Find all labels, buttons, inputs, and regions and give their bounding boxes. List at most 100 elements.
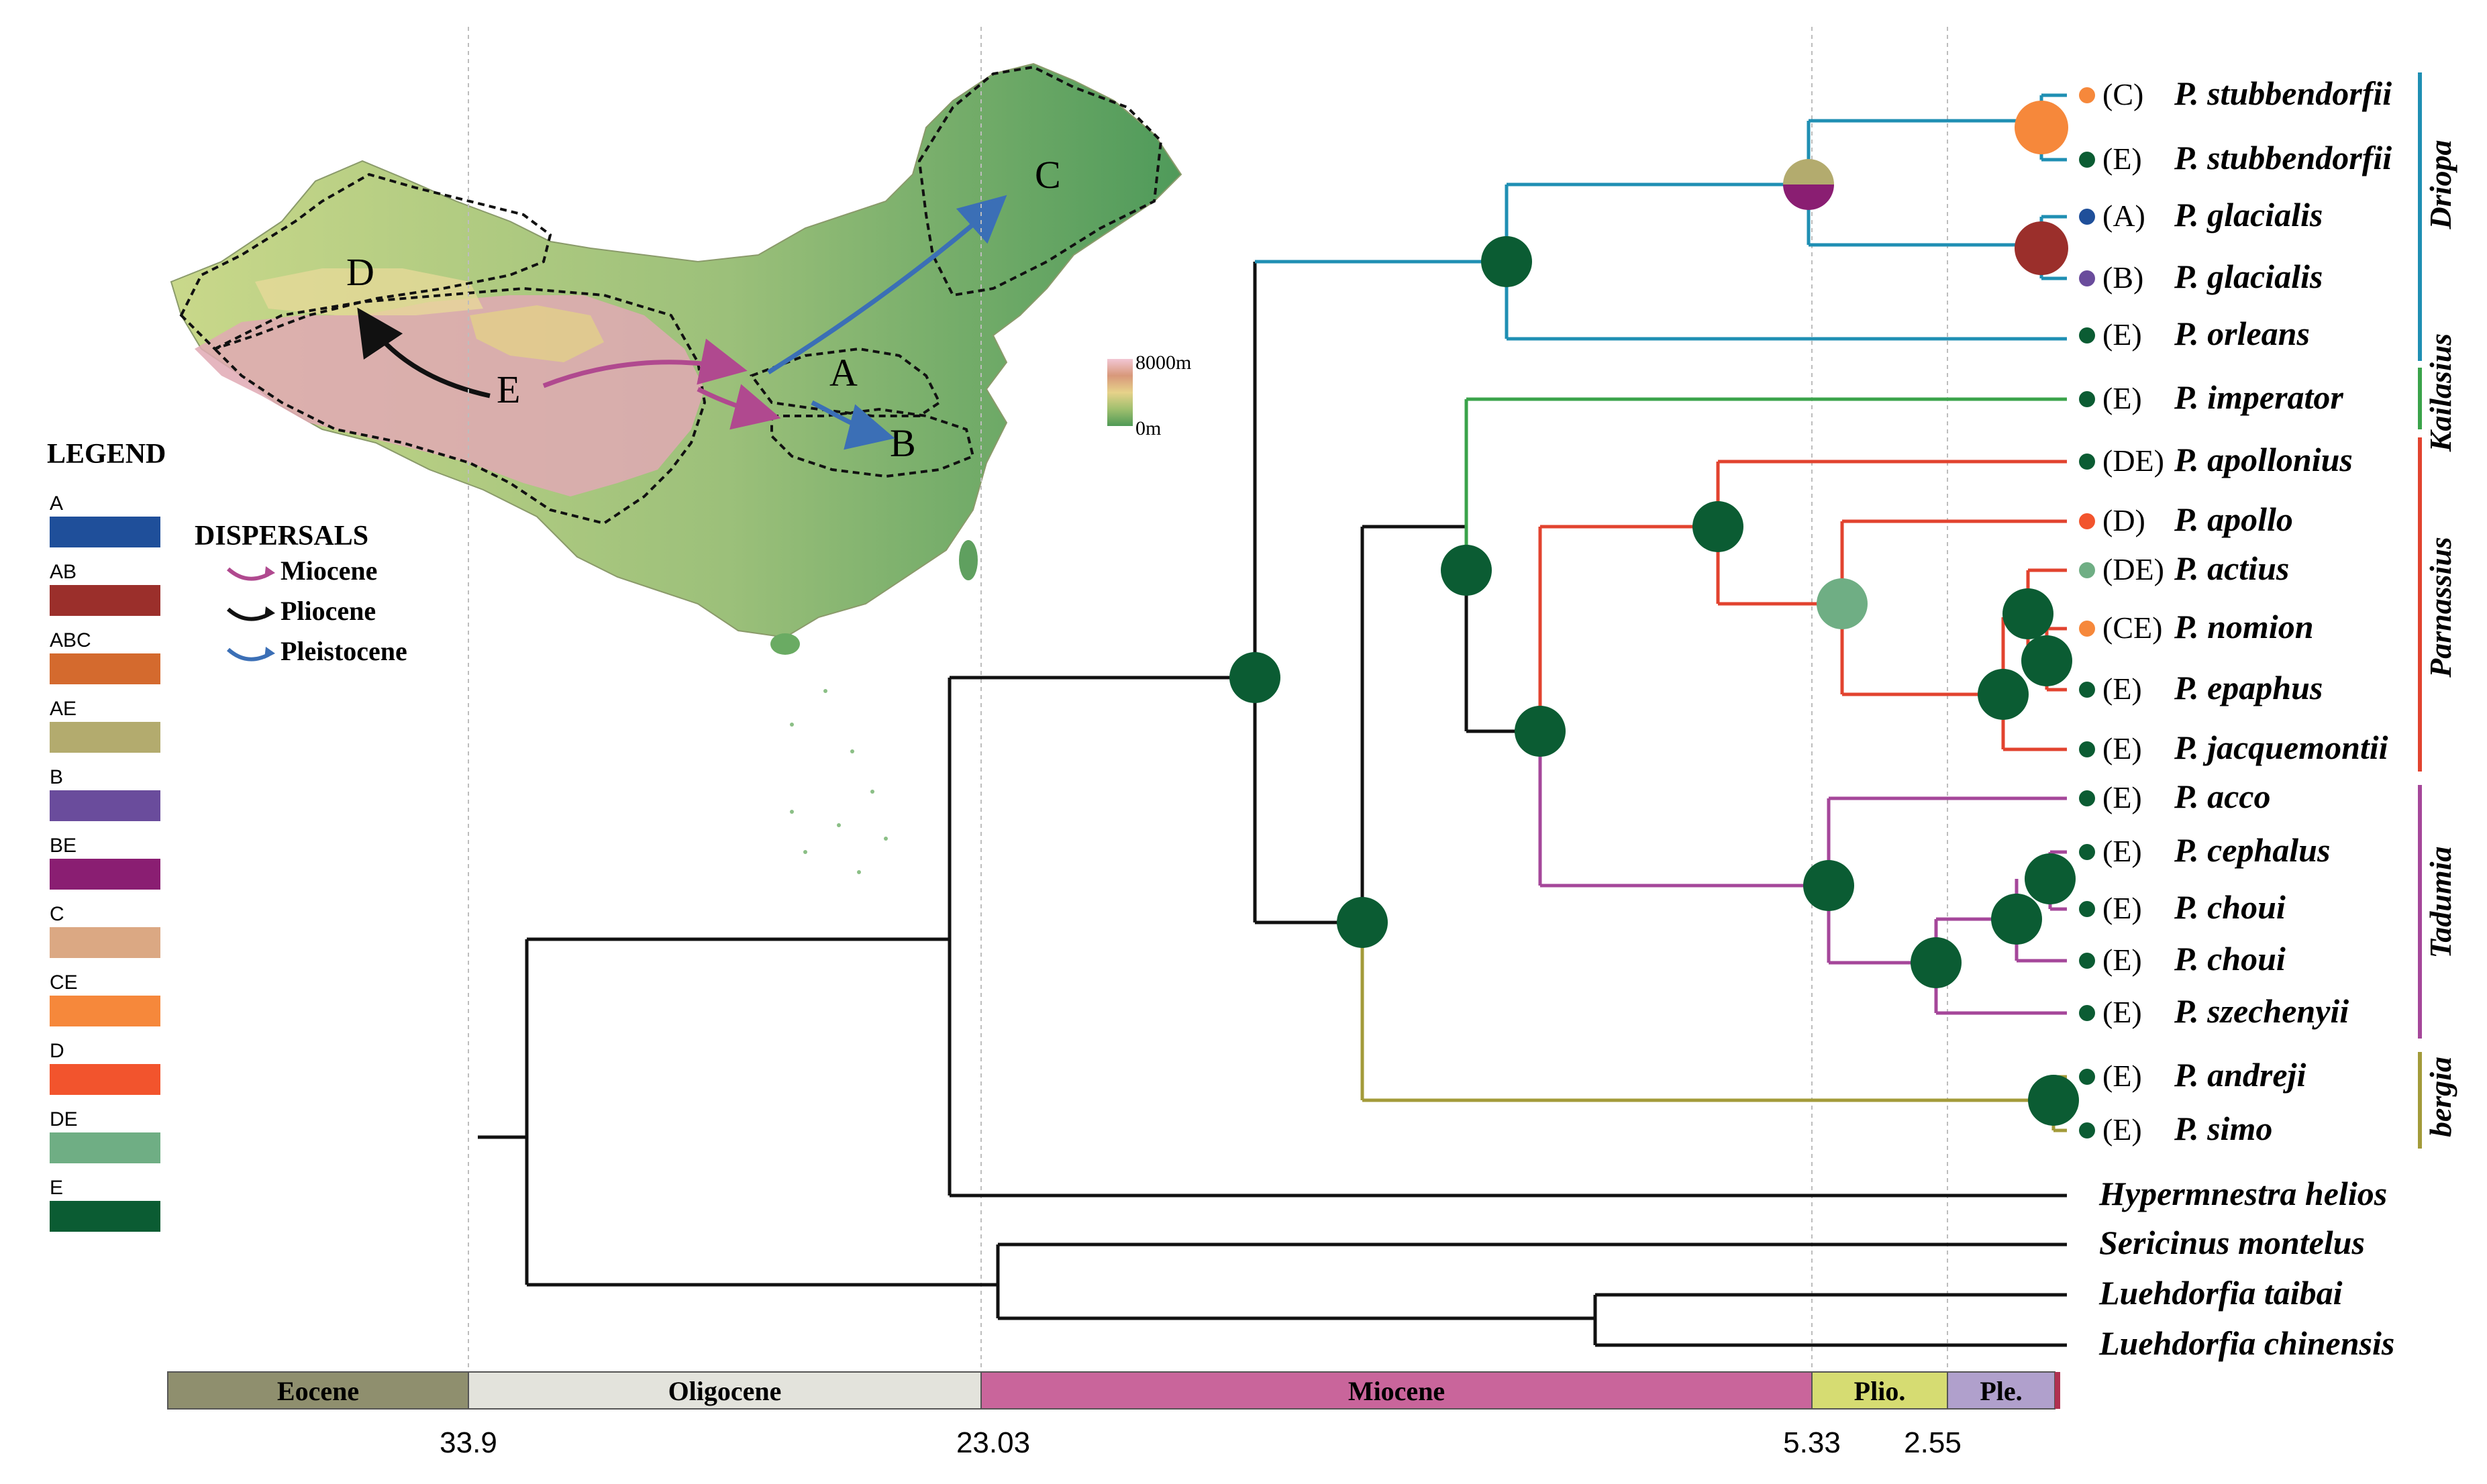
legend-label: ABC bbox=[50, 629, 91, 651]
legend-swatch bbox=[50, 927, 160, 958]
region-outlines bbox=[179, 65, 1163, 525]
tip-taxon-name: P. nomion bbox=[2174, 608, 2314, 645]
legend-label: DE bbox=[50, 1108, 78, 1130]
ancestral-node bbox=[1803, 860, 1854, 911]
ancestral-node-be-half bbox=[1783, 184, 1834, 210]
ancestral-node bbox=[1911, 937, 1962, 988]
dispersals-title: DISPERSALS bbox=[195, 521, 368, 551]
dispersal-label: Pleistocene bbox=[281, 636, 407, 666]
tip-area-code: (E) bbox=[2102, 995, 2142, 1029]
legend-label: AE bbox=[50, 698, 77, 720]
ancestral-node bbox=[1337, 897, 1388, 948]
tip-taxon-name: P. glacialis bbox=[2174, 196, 2323, 233]
ancestral-area-nodes bbox=[1229, 101, 2079, 1126]
tip-area-code: (E) bbox=[2102, 317, 2142, 352]
tip-area-code: (DE) bbox=[2102, 443, 2164, 478]
tip-taxon-name: P. stubbendorfii bbox=[2174, 74, 2392, 112]
epoch-label: Eocene bbox=[277, 1376, 359, 1406]
map-label-a: A bbox=[829, 351, 858, 394]
tip-area-code: (DE) bbox=[2102, 552, 2164, 586]
hainan-island bbox=[770, 633, 800, 655]
tip-taxon-name: P. cephalus bbox=[2174, 831, 2330, 869]
subgenus-label: Tadumia bbox=[2423, 846, 2457, 958]
legend-swatch bbox=[50, 653, 160, 684]
tip-taxon-name: P. stubbendorfii bbox=[2174, 139, 2392, 176]
elevation-max-label: 8000m bbox=[1135, 352, 1191, 374]
elevation-scale-bar bbox=[1107, 359, 1133, 426]
time-tick-label: 23.03 bbox=[956, 1426, 1030, 1459]
tip-area-dot bbox=[2079, 1005, 2095, 1021]
tip-area-code: (E) bbox=[2102, 1112, 2142, 1147]
ancestral-node bbox=[1817, 578, 1868, 629]
dispersal-label: Pliocene bbox=[281, 596, 376, 626]
tip-area-dot bbox=[2079, 454, 2095, 470]
ancestral-node bbox=[1692, 501, 1743, 552]
legend-title: LEGEND bbox=[47, 439, 166, 470]
tarim-basin bbox=[255, 268, 483, 315]
ancestral-node bbox=[1978, 669, 2029, 720]
tip-taxon-name: P. szechenyii bbox=[2174, 992, 2349, 1030]
tip-area-code: (E) bbox=[2102, 834, 2142, 868]
tip-taxon-name: P. apollo bbox=[2174, 500, 2293, 538]
epoch-label: Oligocene bbox=[668, 1376, 782, 1406]
dispersal-arrowhead-icon bbox=[264, 606, 275, 619]
time-gridlines bbox=[468, 27, 1948, 1369]
time-tick-label: 5.33 bbox=[1783, 1426, 1841, 1459]
tip-area-code: (E) bbox=[2102, 943, 2142, 977]
tip-area-dot bbox=[2079, 1069, 2095, 1085]
subgenus-label: Driopa bbox=[2423, 140, 2457, 230]
ancestral-node bbox=[1481, 236, 1532, 287]
legend-label: A bbox=[50, 492, 63, 515]
ancestral-node bbox=[1441, 545, 1492, 596]
tip-area-code: (CE) bbox=[2102, 611, 2162, 645]
epoch-band bbox=[980, 1371, 1813, 1410]
legend-swatch bbox=[50, 996, 160, 1026]
taxon-labels: (C)P. stubbendorfii(E)P. stubbendorfii(A… bbox=[2079, 74, 2394, 1362]
tip-area-dot bbox=[2079, 391, 2095, 407]
tip-area-dot bbox=[2079, 513, 2095, 529]
legend-label: C bbox=[50, 903, 64, 925]
legend-label: CE bbox=[50, 971, 78, 994]
epoch-band bbox=[1947, 1371, 2055, 1410]
ancestral-node bbox=[2002, 588, 2053, 639]
tip-taxon-name: P. andreji bbox=[2174, 1056, 2306, 1094]
tip-area-dot bbox=[2079, 87, 2095, 103]
tip-area-code: (E) bbox=[2102, 142, 2142, 176]
tip-area-code: (E) bbox=[2102, 731, 2142, 765]
tip-area-dot bbox=[2079, 209, 2095, 225]
elevation-min-label: 0m bbox=[1135, 417, 1161, 439]
tip-area-dot bbox=[2079, 562, 2095, 578]
region-c-outline bbox=[917, 65, 1163, 297]
tip-taxon-name: P. jacquemontii bbox=[2174, 729, 2388, 766]
epoch-label: Miocene bbox=[1348, 1376, 1445, 1406]
dispersal-arrow-a-to-b bbox=[811, 400, 895, 450]
ancestral-node bbox=[1991, 894, 2042, 945]
dispersal-arrow-a-to-c bbox=[767, 195, 1007, 374]
epoch-label: Plio. bbox=[1854, 1376, 1906, 1406]
tip-taxon-name: P. imperator bbox=[2174, 378, 2343, 416]
region-b-outline bbox=[770, 407, 975, 478]
dispersal-label: Miocene bbox=[281, 555, 377, 586]
tip-area-dot bbox=[2079, 901, 2095, 917]
dispersal-arrow-e-to-b bbox=[697, 384, 781, 430]
ancestral-node-ae-half bbox=[1783, 159, 1834, 184]
ancestral-node bbox=[2028, 1075, 2079, 1126]
dispersal-arrow-icon bbox=[226, 647, 270, 661]
south-china-sea-islands bbox=[790, 689, 888, 874]
outgroup-name: Hypermnestra helios bbox=[2098, 1175, 2387, 1212]
map-label-c: C bbox=[1035, 153, 1061, 197]
tip-area-code: (C) bbox=[2102, 77, 2143, 111]
legend-label: D bbox=[50, 1040, 64, 1062]
tip-taxon-name: P. glacialis bbox=[2174, 258, 2323, 295]
dispersal-arrowhead-icon bbox=[264, 566, 275, 578]
tip-area-dot bbox=[2079, 621, 2095, 637]
legend-swatch bbox=[50, 1064, 160, 1095]
taiwan-island bbox=[959, 540, 978, 580]
ancestral-node bbox=[2025, 853, 2076, 904]
legend-swatch bbox=[50, 1132, 160, 1163]
legend-label: B bbox=[50, 766, 63, 788]
tip-area-dot bbox=[2079, 327, 2095, 343]
